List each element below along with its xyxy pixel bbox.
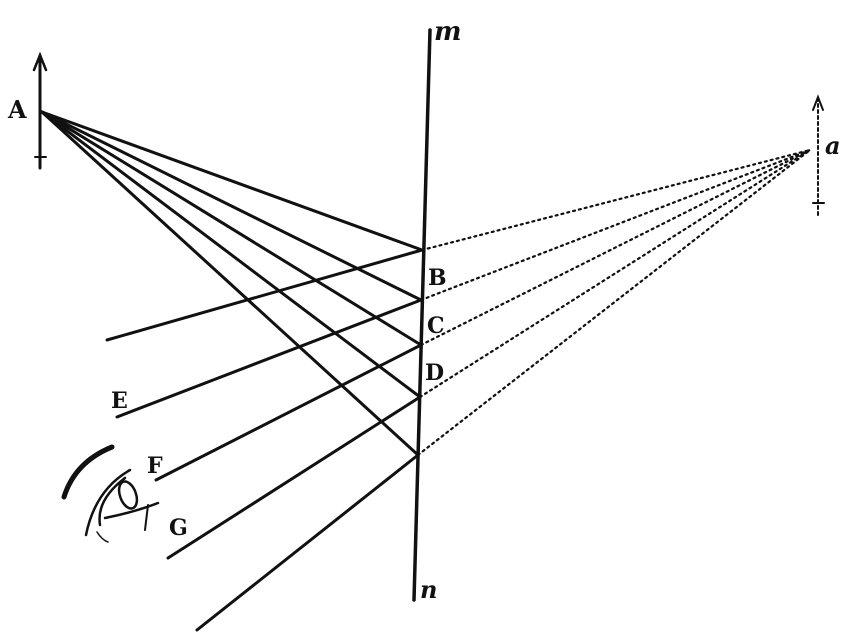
label-ray-g: G: [169, 515, 188, 541]
label-point-c: C: [427, 313, 445, 339]
mirror-line: [412, 28, 432, 602]
incident-ray-3: [40, 110, 423, 347]
label-point-d: D: [425, 360, 444, 386]
virtual-ray-1: [420, 148, 812, 252]
label-mirror-top: m: [434, 17, 462, 47]
label-ray-e: E: [111, 388, 128, 414]
virtual-ray-3: [419, 148, 812, 347]
eye-sketch: [61, 444, 160, 543]
reflected-ray-3: [154, 343, 423, 482]
incident-ray-4: [40, 110, 422, 399]
incident-ray-1: [40, 110, 424, 252]
label-ray-f: F: [147, 453, 163, 479]
virtual-ray-4: [418, 148, 812, 399]
virtual-ray-2: [419, 148, 812, 302]
reflected-ray-4: [166, 395, 422, 560]
virtual-ray-5: [416, 148, 812, 457]
label-point-b: B: [428, 265, 447, 291]
reflected-ray-2: [115, 298, 423, 419]
label-image: a: [825, 131, 841, 160]
label-mirror-bottom: n: [420, 575, 437, 604]
incident-ray-2: [40, 110, 423, 302]
image-arrow: [812, 94, 825, 216]
incident-ray-5: [40, 110, 420, 457]
reflected-ray-5: [195, 453, 420, 632]
object-arrow: [32, 51, 48, 170]
label-object: A: [7, 95, 27, 124]
reflected-ray-1: [105, 248, 424, 342]
